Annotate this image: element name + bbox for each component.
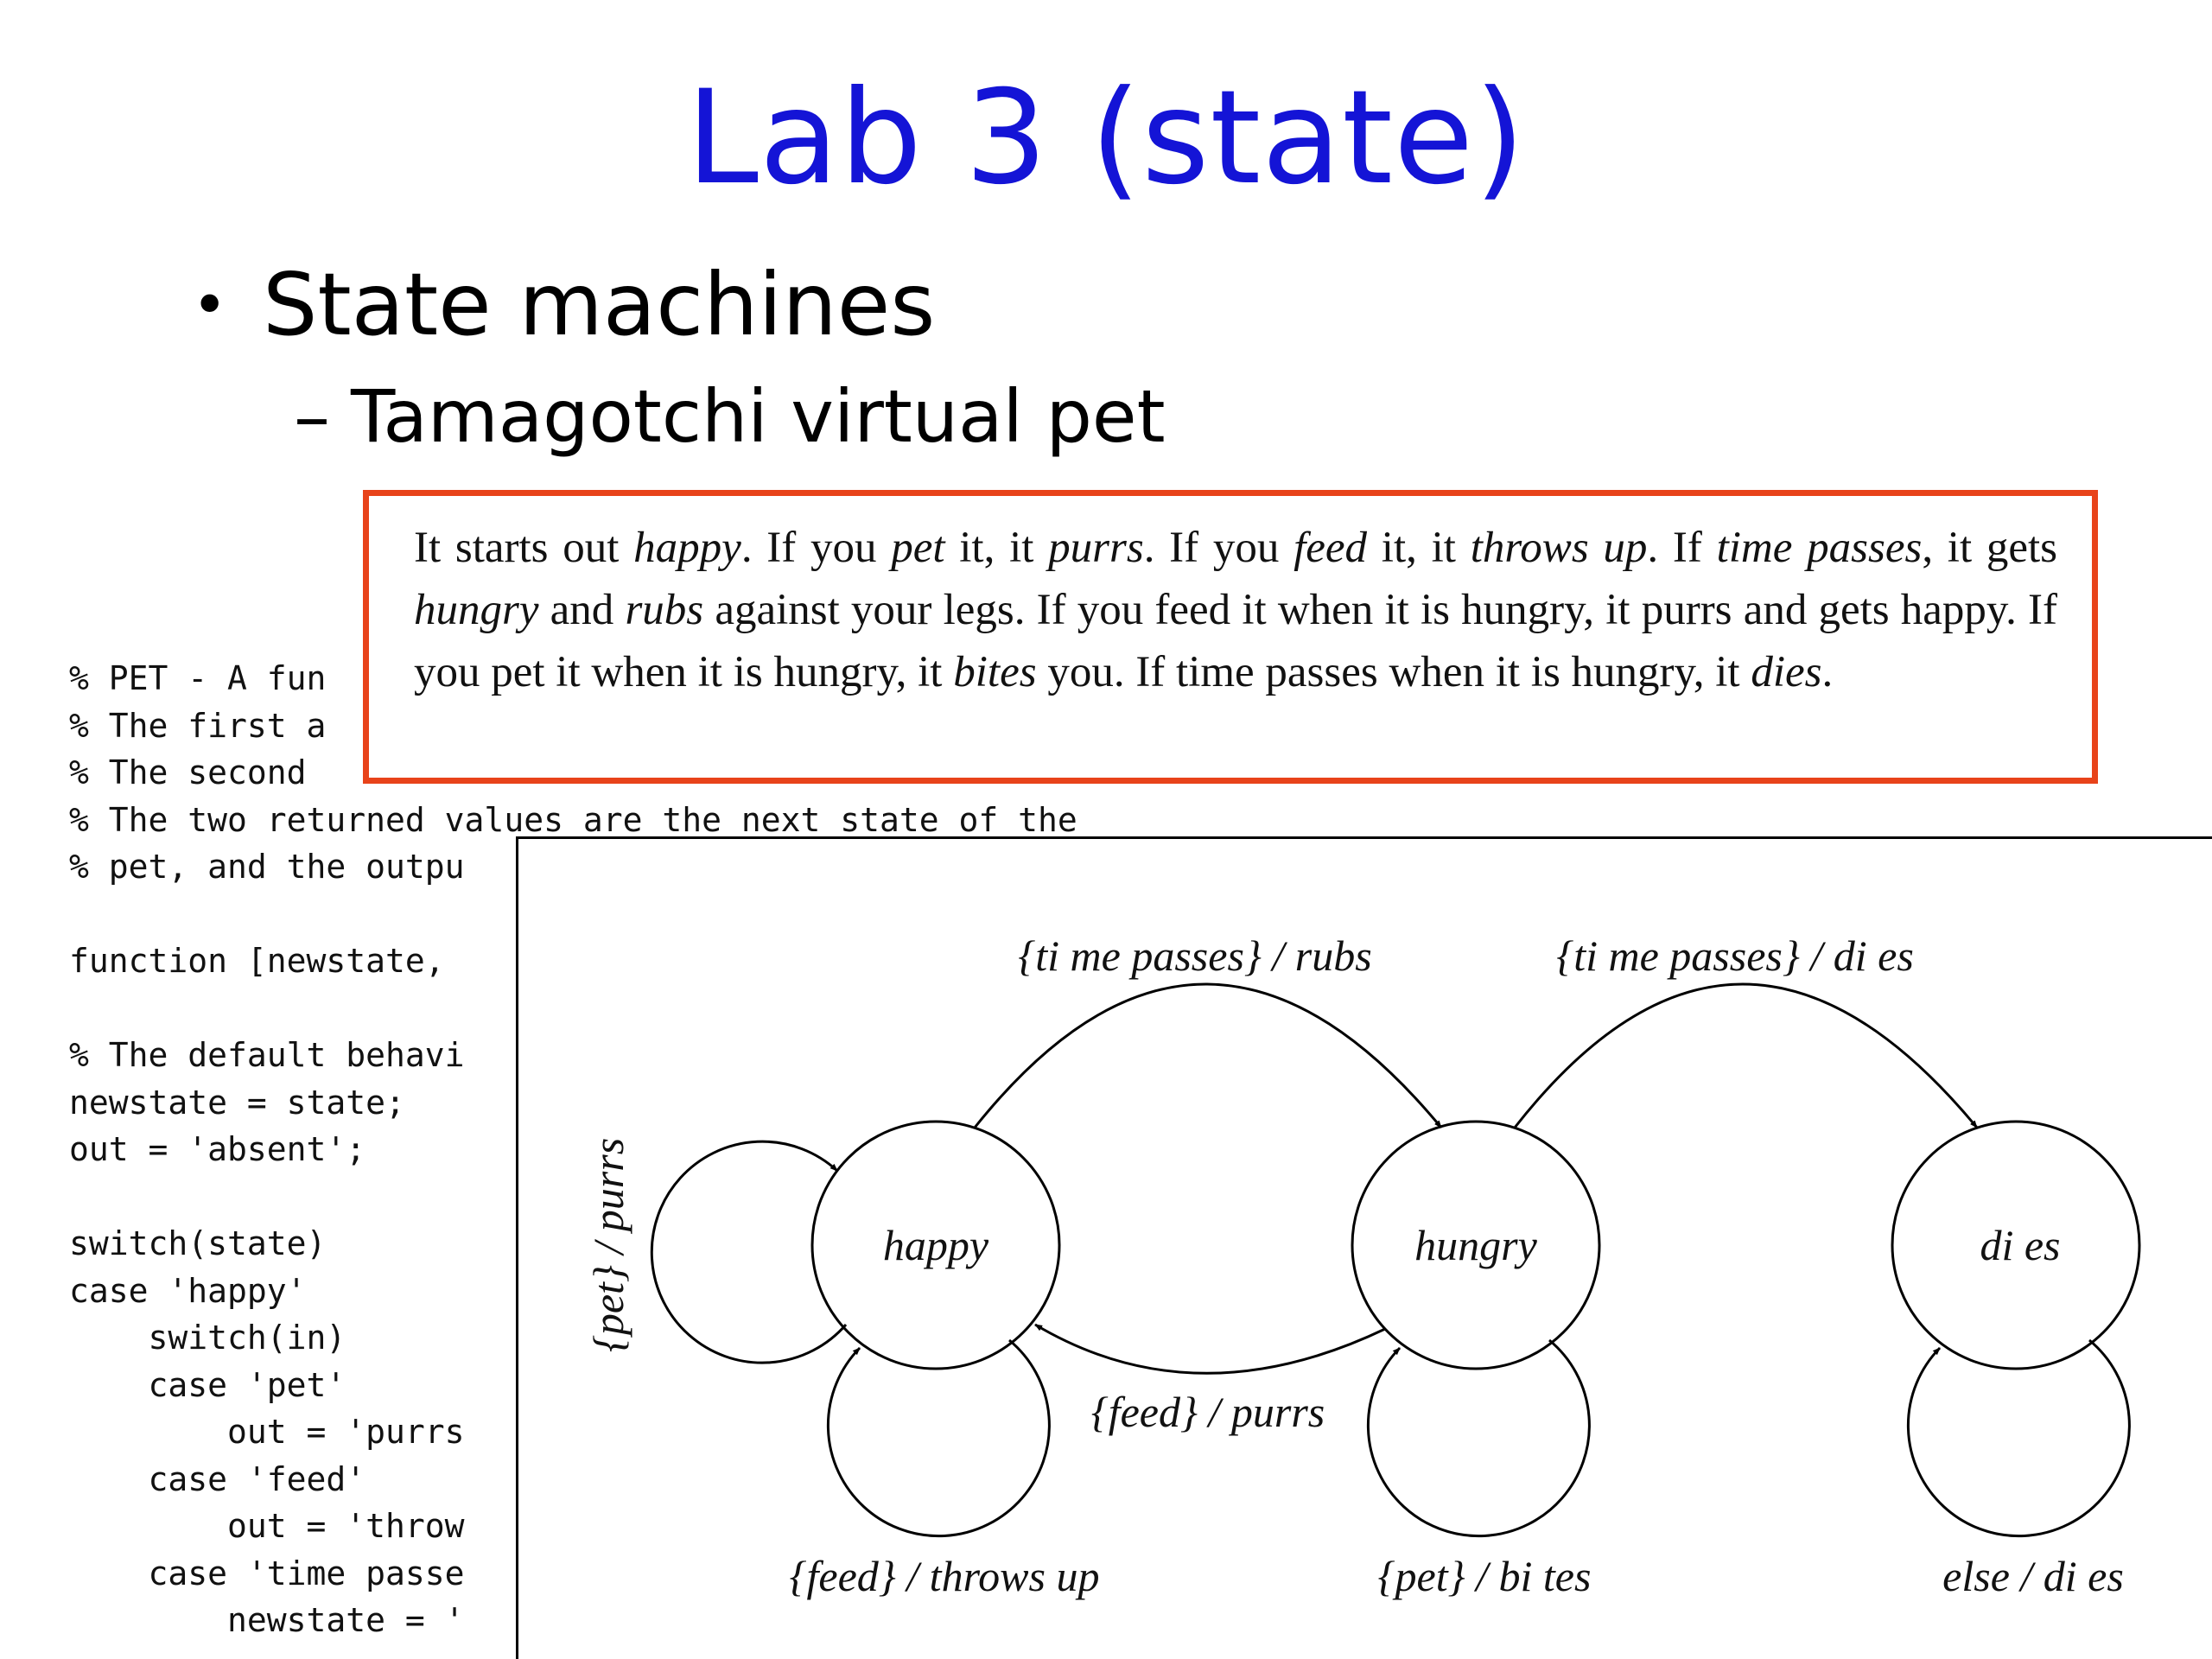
description-emphasis: bites <box>953 648 1037 696</box>
description-emphasis: throws up <box>1470 524 1648 572</box>
edge-hungry-to-happy <box>1034 1323 1386 1375</box>
description-emphasis: happy <box>633 524 741 572</box>
code-line: case 'happy' <box>69 1271 307 1310</box>
description-run: . If you <box>741 524 892 572</box>
state-hungry <box>1351 1120 1601 1370</box>
label-hungry-pet: {pet} / bi tes <box>1378 1552 1592 1600</box>
code-line: function [newstate, <box>69 942 445 980</box>
code-line: % The two returned values are the next s… <box>69 800 1077 839</box>
description-emphasis: dies <box>1751 648 1822 696</box>
description-text: It starts out happy. If you pet it, it p… <box>414 517 2057 703</box>
code-line: switch(state) <box>69 1224 327 1262</box>
description-run: It starts out <box>414 524 634 572</box>
code-line: % The default behavi <box>69 1036 465 1074</box>
code-line: out = 'absent'; <box>69 1130 366 1168</box>
loop-happy-feed <box>826 1338 1051 1538</box>
code-line: switch(in) <box>69 1319 346 1357</box>
label-hungry-to-dies: {ti me passes} / di es <box>1556 931 1914 980</box>
label-hungry-to-happy: {feed} / purrs <box>1091 1388 1325 1436</box>
loop-happy-pet <box>650 1140 848 1364</box>
code-line: % pet, and the outpu <box>69 848 465 886</box>
subbullet-dash: – <box>294 374 330 459</box>
description-run: and <box>538 586 626 634</box>
description-emphasis: rubs <box>625 586 704 634</box>
state-hungry-label: hungry <box>1414 1221 1537 1269</box>
bullet-text: State machines <box>263 254 936 355</box>
edge-happy-to-hungry <box>973 982 1443 1128</box>
loop-dies-else <box>1906 1338 2131 1538</box>
description-emphasis: hungry <box>414 586 539 634</box>
code-line: % PET - A fun <box>69 659 327 697</box>
loop-hungry-pet <box>1366 1338 1591 1538</box>
code-line: case 'feed' <box>69 1459 366 1498</box>
code-line: case 'time passe <box>69 1554 465 1592</box>
description-run: . If you <box>1143 524 1294 572</box>
description-emphasis: pet <box>891 524 945 572</box>
description-run: you. If time passes when it is hungry, i… <box>1036 648 1751 696</box>
code-line: newstate = state; <box>69 1083 405 1122</box>
description-run: against your legs. If you feed it when i… <box>414 586 2058 696</box>
slide-title: Lab 3 (state) <box>686 63 1526 213</box>
code-line: % The first a <box>69 706 327 745</box>
state-dies <box>1891 1120 2141 1370</box>
code-listing: % PET - A fun % The first a % The second %… <box>69 655 1348 1644</box>
state-machine-diagram: happy hungry di es {pet} / purrs {feed} … <box>516 836 2212 1659</box>
state-dies-label: di es <box>1980 1221 2060 1269</box>
edge-hungry-to-dies <box>1513 982 1979 1128</box>
code-line: newstate = ' <box>69 1601 465 1639</box>
description-run: , it gets <box>1922 524 2058 572</box>
description-run: . If <box>1647 524 1717 572</box>
state-machine-svg: happy hungry di es {pet} / purrs {feed} … <box>584 931 2141 1600</box>
description-run: it, it <box>1367 524 1471 572</box>
code-line: case 'pet' <box>69 1365 346 1404</box>
state-happy <box>810 1120 1061 1370</box>
state-happy-label: happy <box>883 1221 989 1269</box>
code-line: % The second <box>69 753 327 791</box>
subbullet-text: Tamagotchi virtual pet <box>351 374 1166 459</box>
description-emphasis: feed <box>1294 524 1368 572</box>
label-happy-pet: {pet} / purrs <box>584 1138 632 1352</box>
label-dies-else: else / di es <box>1942 1552 2124 1600</box>
description-callout: It starts out happy. If you pet it, it p… <box>363 490 2098 784</box>
label-happy-feed: {feed} / throws up <box>790 1552 1100 1600</box>
description-run: it, it <box>944 524 1049 572</box>
description-emphasis: time passes <box>1716 524 1923 572</box>
description-emphasis: purrs <box>1048 524 1144 572</box>
code-line: out = 'purrs <box>69 1413 465 1451</box>
code-line: out = 'throw <box>69 1507 465 1545</box>
bullet-dot: • <box>192 270 228 340</box>
description-run: . <box>1821 648 1834 696</box>
label-happy-to-hungry: {ti me passes} / rubs <box>1018 931 1371 980</box>
